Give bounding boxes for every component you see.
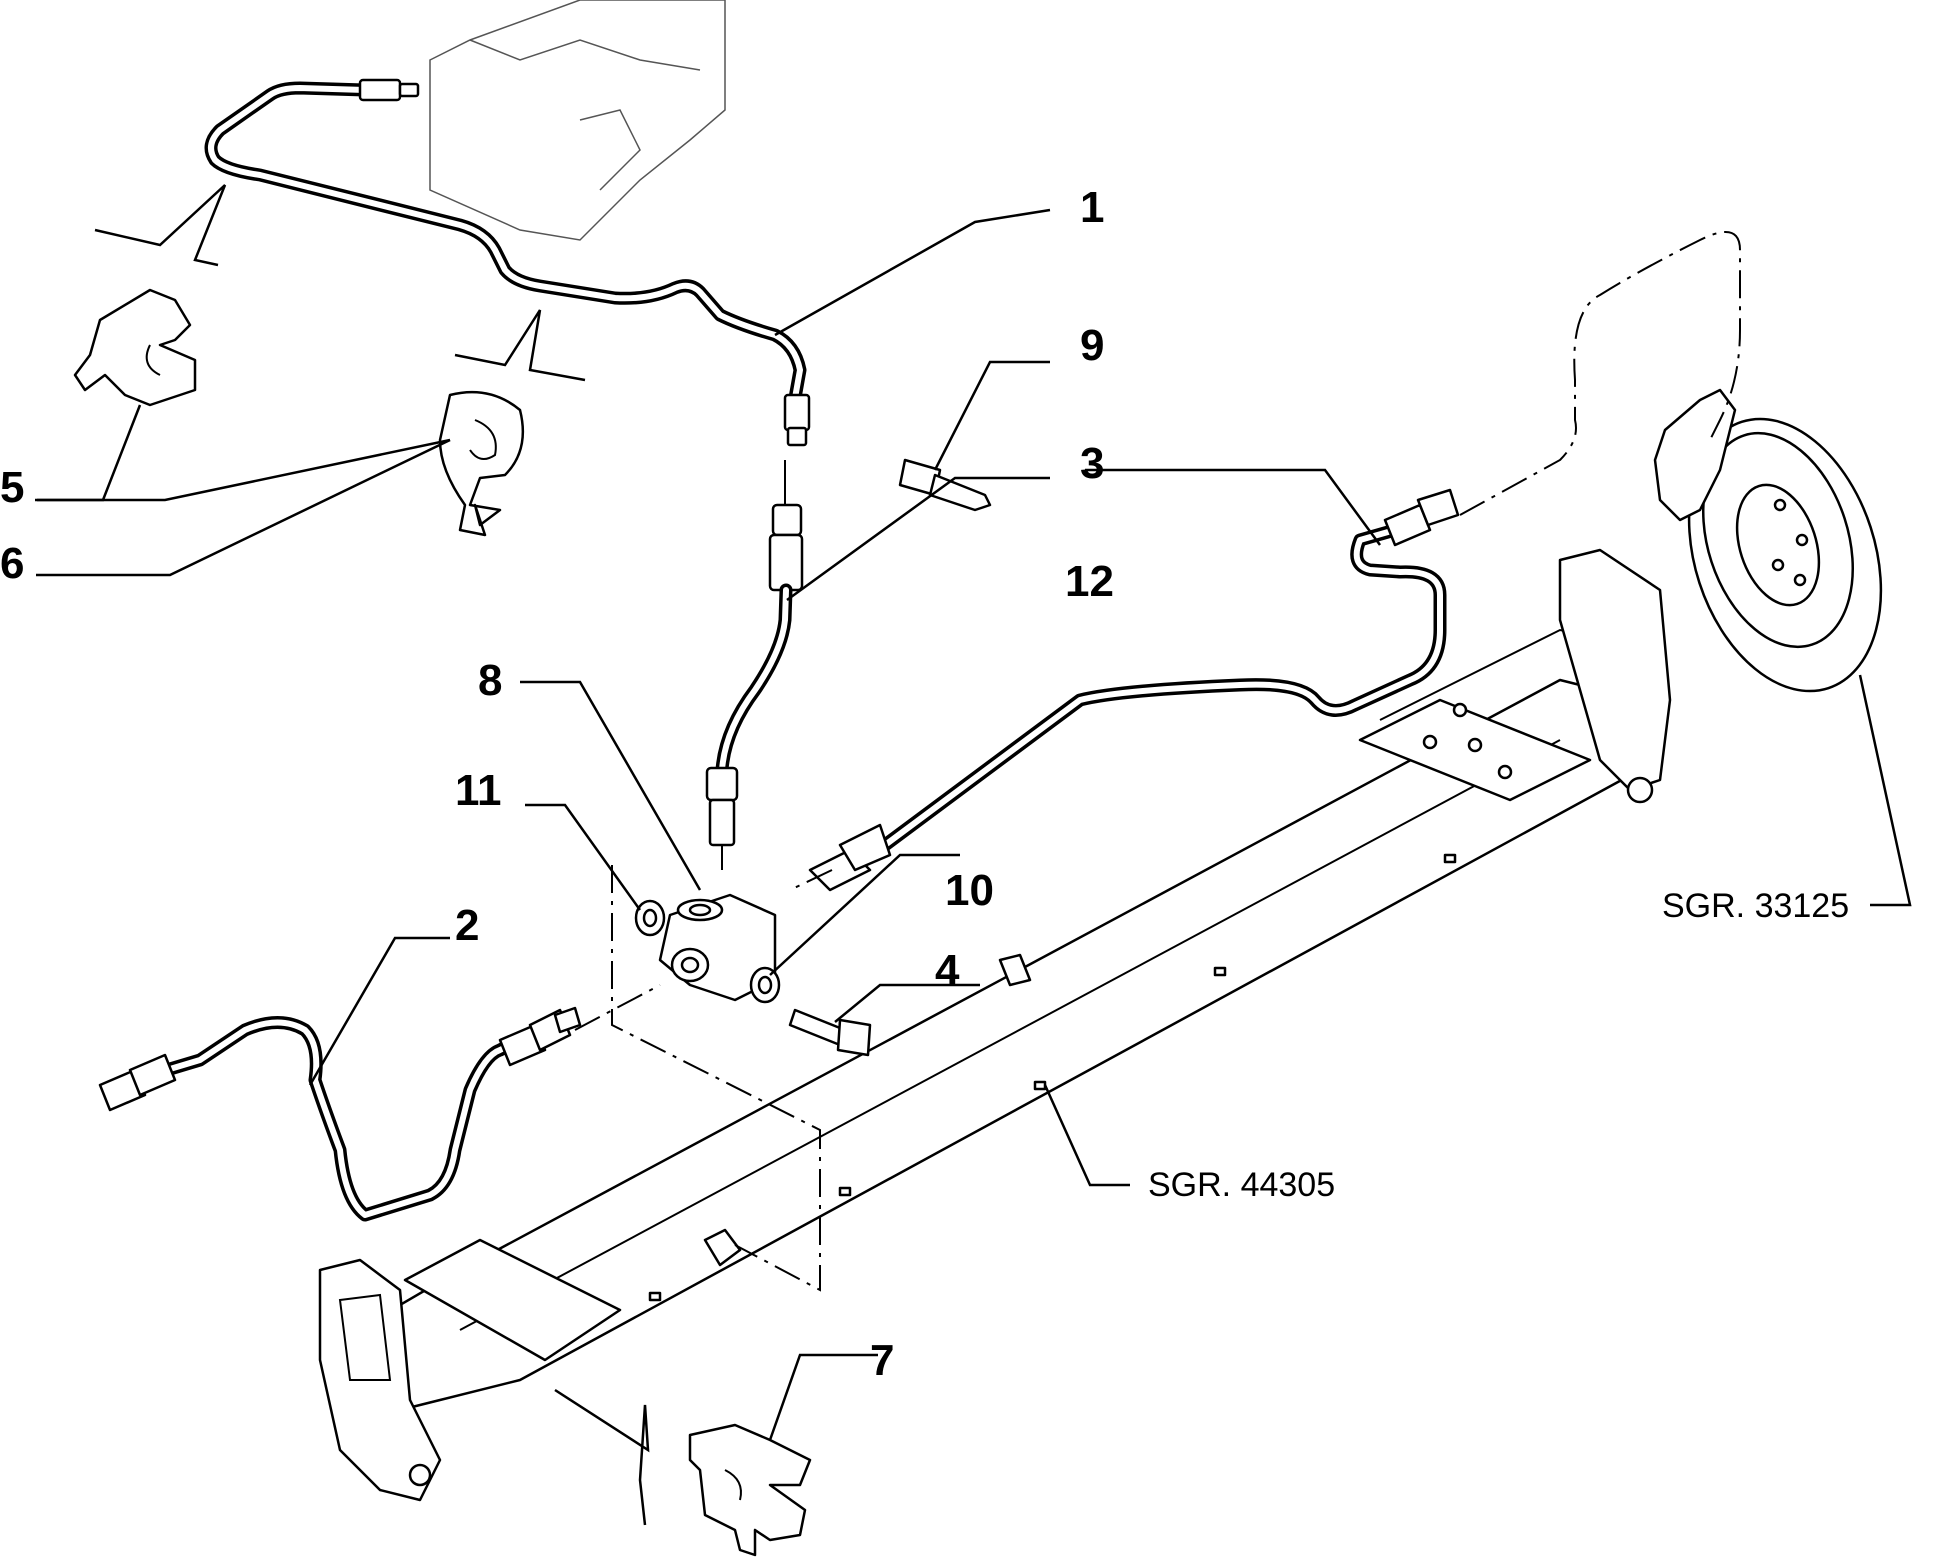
brake-tee-union-8: [658, 893, 777, 1002]
callout-3: 3: [1080, 439, 1104, 488]
callout-4: 4: [935, 946, 960, 995]
callout-8: 8: [478, 656, 502, 705]
callout-5: 5: [0, 463, 24, 512]
axle-pipe-clip-bracket: [703, 1228, 742, 1267]
pipe-clip-6: [438, 390, 525, 537]
flexible-brake-hose-12: [705, 460, 804, 870]
reference-axle: SGR. 44305: [1148, 1166, 1335, 1204]
pipe-clip-7: [688, 1423, 812, 1557]
brake-disc-assembly: [1653, 388, 1883, 693]
clip-position-marks: [94, 184, 650, 1526]
callout-12: 12: [1065, 557, 1114, 606]
brake-pipe-1: [204, 78, 811, 447]
callout-6: 6: [0, 539, 24, 588]
reference-disc: SGR. 33125: [1662, 887, 1849, 925]
rear-axle-beam: [318, 548, 1672, 1502]
pipe-clip-5: [73, 288, 197, 407]
sealing-washer-11: [634, 899, 666, 937]
chassis-bracket-ghost: [429, 0, 726, 241]
callout-7: 7: [870, 1336, 894, 1385]
bolt-4: [788, 1008, 872, 1057]
brake-caliper: [1653, 388, 1737, 522]
sealing-washer-10: [749, 966, 781, 1004]
leader-lines: [35, 208, 1912, 1441]
callout-10: 10: [945, 866, 994, 915]
brake-pipe-2: [98, 1006, 582, 1222]
callout-11: 11: [455, 766, 502, 815]
brake-pipe-3: [808, 488, 1460, 892]
callout-1: 1: [1080, 183, 1104, 232]
callout-2: 2: [455, 901, 479, 950]
callout-9: 9: [1080, 321, 1104, 370]
center-lines: [574, 231, 1741, 1292]
axle-left-mount-plate: [403, 1238, 622, 1362]
